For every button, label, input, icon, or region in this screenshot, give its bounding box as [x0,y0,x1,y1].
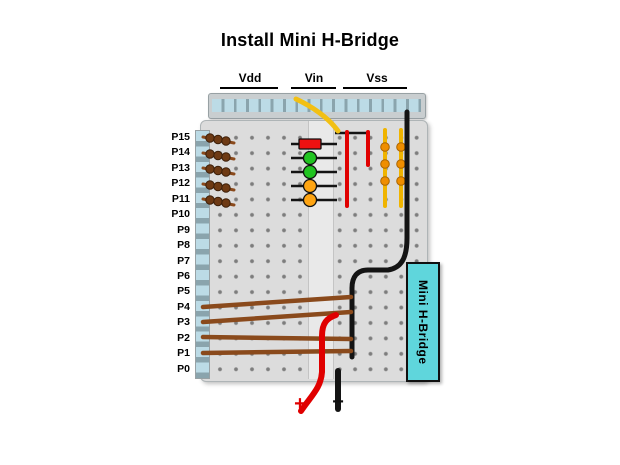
page-title: Install Mini H-Bridge [220,30,400,50]
pin-label-p2: P2 [177,331,190,344]
power-minus-label: − [332,391,344,413]
pin-label-p8: P8 [177,239,190,252]
pin-label-p6: P6 [177,269,190,282]
pin-label-p15: P15 [171,131,190,143]
pin-label-p9: P9 [177,223,190,236]
pin-label-p4: P4 [177,300,190,313]
pin-label-p7: P7 [177,254,190,267]
io-pin-sockets [195,130,210,379]
power-plus-label: + [294,393,306,415]
pin-label-p5: P5 [177,285,190,298]
pin-labels: P15 P14 P13 P12 P11 P10 P9 P8 P7 P6 P5 P… [150,130,192,377]
pin-label-p14: P14 [171,146,190,159]
pin-label-p10: P10 [171,208,190,221]
rail-label-vin: Vin [304,71,324,85]
rail-label-vdd: Vdd [238,71,262,85]
rail-underline-vin [291,87,336,89]
pin-label-p11: P11 [171,192,190,205]
breadboard-center-channel [308,121,334,379]
mini-h-bridge-label: Mini H-Bridge [416,279,430,365]
rail-label-vss: Vss [366,71,388,85]
pin-label-p13: P13 [171,161,190,174]
power-header-sockets [212,99,421,112]
mini-h-bridge-component: Mini H-Bridge [406,262,440,382]
rail-underline-vdd [220,87,278,89]
pin-label-p12: P12 [171,177,190,190]
pin-label-p0: P0 [177,362,190,375]
pin-label-p1: P1 [177,347,190,360]
rail-underline-vss [343,87,407,89]
pin-label-p3: P3 [177,316,190,329]
breadboard-holes-left [212,130,308,377]
